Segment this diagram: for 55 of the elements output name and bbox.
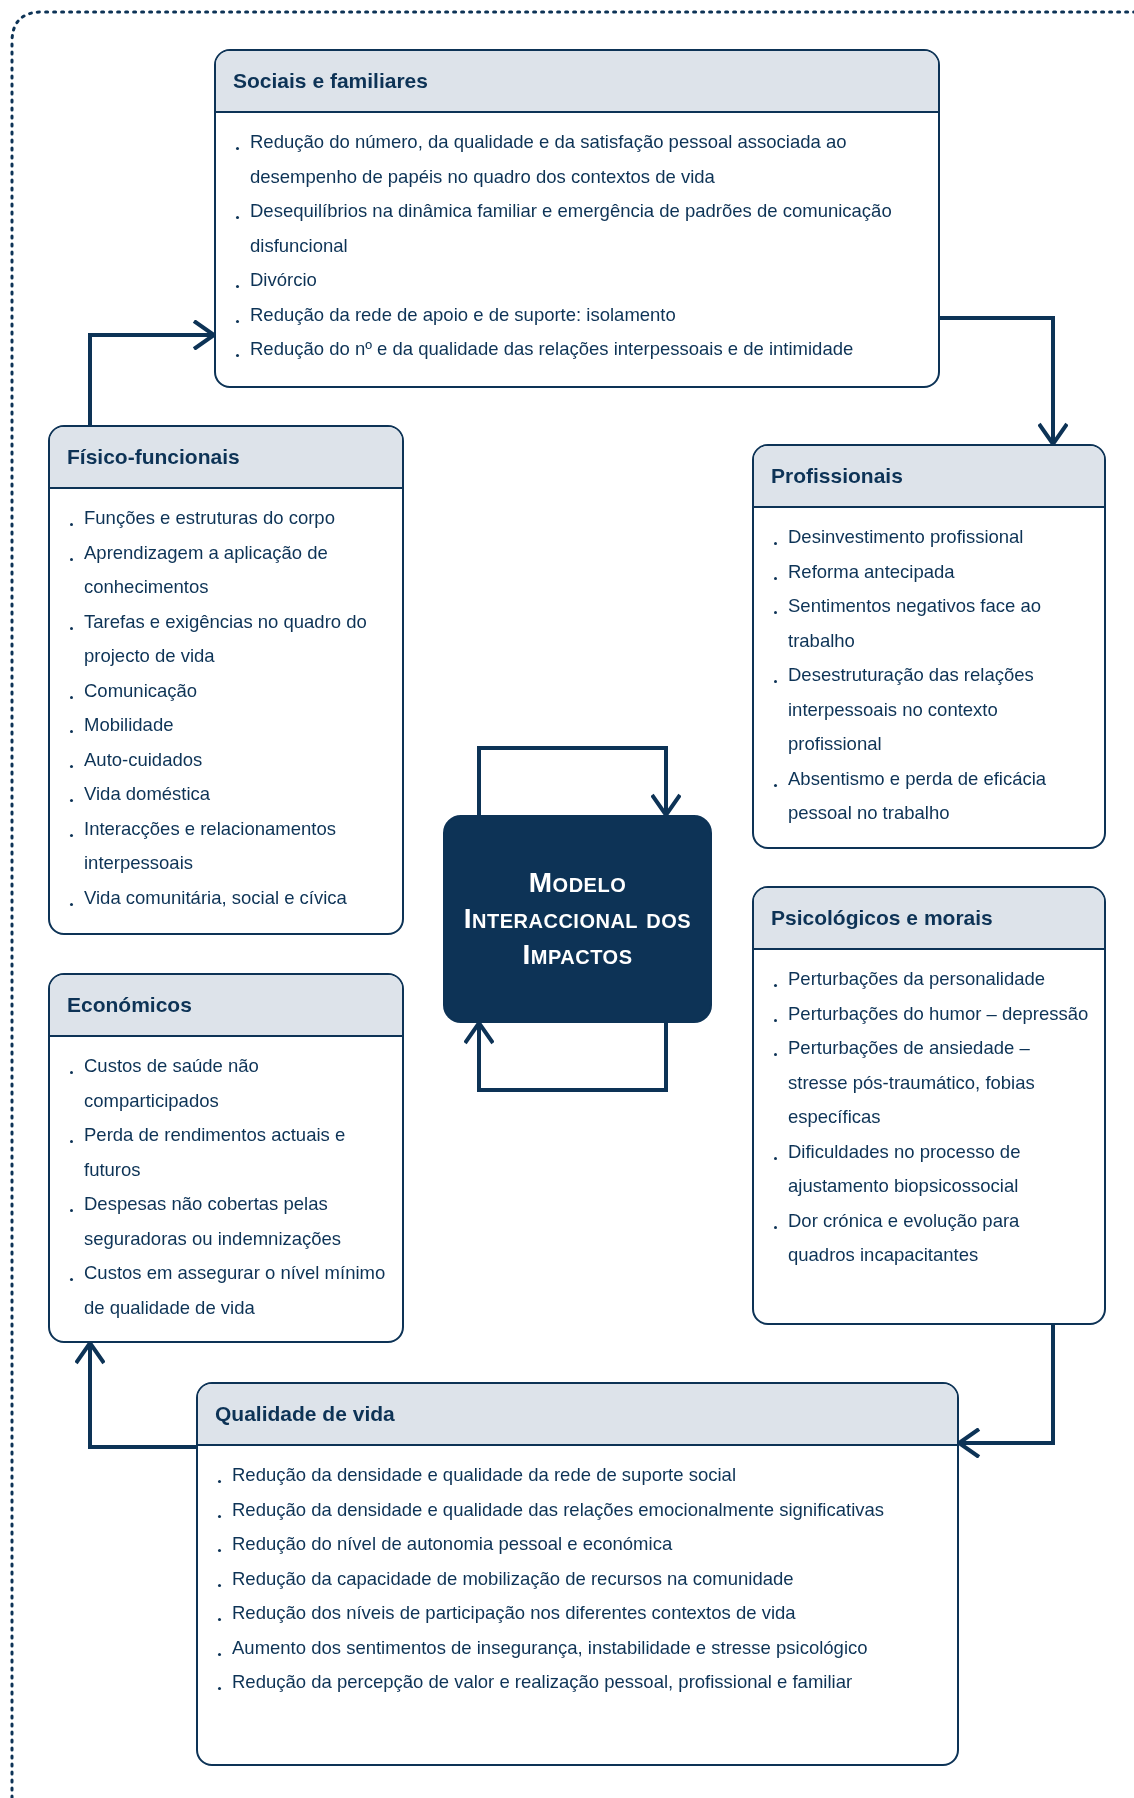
list-item: Desinvestimento profissional [772, 520, 1090, 555]
category-card [48, 973, 404, 1343]
list-item: Interacções e relacionamentos interpessoais [68, 811, 388, 881]
list-item: Redução da capacidade de mobilização de recursos na comunidade [216, 1561, 943, 1596]
list-item: Desestruturação das relações interpessoais no contexto profissional [772, 658, 1090, 762]
arrow [957, 1325, 1055, 1459]
list-item: Dor crónica e evolução para quadros incapacitantes [772, 1203, 1090, 1273]
list-item: Funções e estruturas do corpo [68, 501, 388, 536]
list-item: Auto-cuidados [68, 742, 388, 777]
list-item: Custos em assegurar o nível mínimo de qualidade de vida [68, 1256, 388, 1325]
list-item: Dificuldades no processo de ajustamento biopsicossocial [772, 1134, 1090, 1204]
list-item: Redução da densidade e qualidade da rede de suporte social [216, 1458, 943, 1493]
category-card [48, 425, 404, 935]
list-item: Perturbações da personalidade [772, 962, 1090, 997]
list-item: Vida doméstica [68, 777, 388, 812]
list-item: Reforma antecipada [772, 554, 1090, 589]
card-title: Económicos [67, 993, 192, 1017]
list-item: Aprendizagem a aplicação de conhecimentos [68, 535, 388, 605]
list-item: Perda de rendimentos actuais e futuros [68, 1118, 388, 1187]
card-title: Qualidade de vida [215, 1402, 395, 1426]
central-box [443, 815, 712, 1023]
category-card [214, 49, 940, 388]
list-item: Redução da percepção de valor e realização pessoal, profissional e familiar [216, 1665, 943, 1700]
arrow [940, 316, 1069, 446]
list-item: Redução do nível de autonomia pessoal e económica [216, 1527, 943, 1562]
list-item: Redução da densidade e qualidade das relações emocionalmente significativas [216, 1492, 943, 1527]
category-card [752, 444, 1106, 849]
arrow [88, 319, 216, 425]
list-item: Custos de saúde não comparticipados [68, 1049, 388, 1118]
list-item: Mobilidade [68, 708, 388, 743]
central-title: Modelo Interaccional dos Impactos [462, 866, 693, 972]
arrow [477, 746, 682, 817]
list-item: Aumento dos sentimentos de insegurança, instabilidade e stresse psicológico [216, 1630, 943, 1665]
card-title: Psicológicos e morais [771, 906, 993, 930]
list-item: Perturbações do humor – depressão [772, 996, 1090, 1031]
list-item: Redução do nº e da qualidade das relações interpessoais e de intimidade [234, 332, 924, 367]
list-item: Sentimentos negativos face ao trabalho [772, 589, 1090, 658]
list-item: Redução da rede de apoio e de suporte: isolamento [234, 297, 924, 332]
card-title: Sociais e familiares [233, 69, 428, 93]
list-item: Vida comunitária, social e cívica [68, 880, 388, 915]
list-item: Redução do número, da qualidade e da satisfação pessoal associada ao desempenho de papéis no quadro dos contextos de vida [234, 125, 924, 194]
list-item: Absentismo e perda de eficácia pessoal no trabalho [772, 761, 1090, 831]
arrow [74, 1341, 196, 1449]
card-title: Físico-funcionais [67, 445, 240, 469]
arrow [463, 1021, 668, 1092]
list-item: Redução dos níveis de participação nos diferentes contextos de vida [216, 1596, 943, 1631]
category-card [196, 1382, 959, 1766]
list-item: Tarefas e exigências no quadro do projecto de vida [68, 604, 388, 674]
card-title: Profissionais [771, 464, 903, 488]
list-item: Comunicação [68, 673, 388, 708]
list-item: Perturbações de ansiedade – stresse pós-traumático, fobias específicas [772, 1031, 1090, 1135]
category-card [752, 886, 1106, 1325]
list-item: Despesas não cobertas pelas seguradoras ou indemnizações [68, 1187, 388, 1256]
list-item: Divórcio [234, 263, 924, 298]
list-item: Desequilíbrios na dinâmica familiar e emergência de padrões de comunicação disfuncional [234, 194, 924, 263]
